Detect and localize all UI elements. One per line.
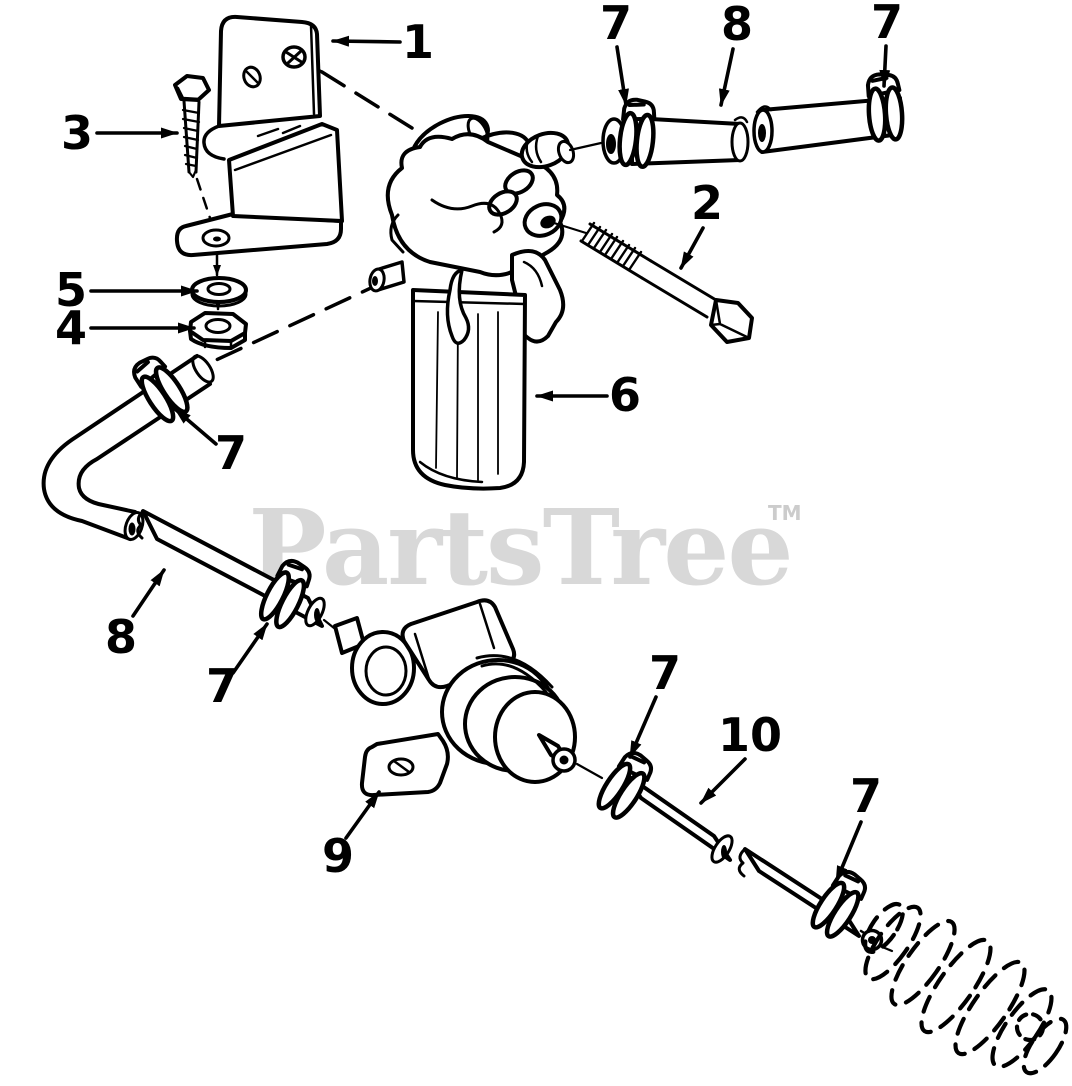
callout-label-8b: 8 [105,610,137,664]
hose-clamp [594,748,658,821]
watermark-tm: TM [768,501,802,525]
callout-label-7c: 7 [215,426,247,480]
callout-label-8a: 8 [721,0,753,51]
callout-label-7e: 7 [649,646,681,700]
callout-label-7d: 7 [206,659,238,713]
hex-nut [188,311,248,350]
mounting-bracket [174,14,344,258]
fuel-pump [333,598,604,798]
callout-label-2: 2 [691,176,723,230]
callout-label-7f: 7 [850,769,882,823]
callout-label-1: 1 [402,15,434,69]
callout-label-7a: 7 [600,0,632,50]
callout-label-5: 5 [55,263,87,317]
watermark: PartsTree TM [248,486,801,609]
callout-label-3: 3 [61,106,93,160]
hex-bolt-short [173,74,211,179]
callout-arrows [89,35,891,884]
callout-label-9: 9 [322,829,354,883]
bellows-boot [863,901,1069,1076]
washer [190,276,248,308]
fuel-hose-upper [568,73,904,168]
callout-label-10: 10 [718,708,782,762]
callout-label-7b: 7 [871,0,903,49]
watermark-text: PartsTree [248,486,791,609]
hose-clamp [617,98,657,167]
fuel-hose-outlet [594,748,894,953]
fuel-hose-lower-left [136,509,336,630]
callout-label-6: 6 [609,368,641,422]
fuel-filter-assembly [368,113,576,491]
fuel-hose-bent [41,352,215,541]
callout-label-4: 4 [55,301,87,355]
callout-labels: 1 3 5 4 7 8 7 2 6 7 8 7 9 7 10 7 [55,0,903,883]
hex-bolt-long [552,221,754,344]
